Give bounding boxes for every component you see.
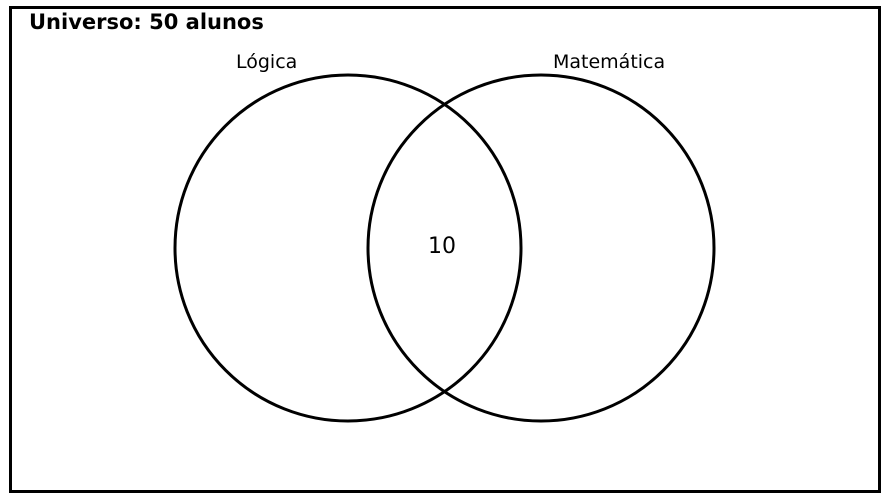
universe-frame	[9, 6, 881, 493]
universe-title: Universo: 50 alunos	[29, 10, 264, 34]
intersection-count: 10	[428, 234, 456, 259]
set-label-matematica: Matemática	[553, 51, 666, 73]
set-circle-logica	[173, 73, 523, 423]
set-label-logica: Lógica	[236, 51, 298, 73]
set-circle-matematica	[366, 73, 716, 423]
